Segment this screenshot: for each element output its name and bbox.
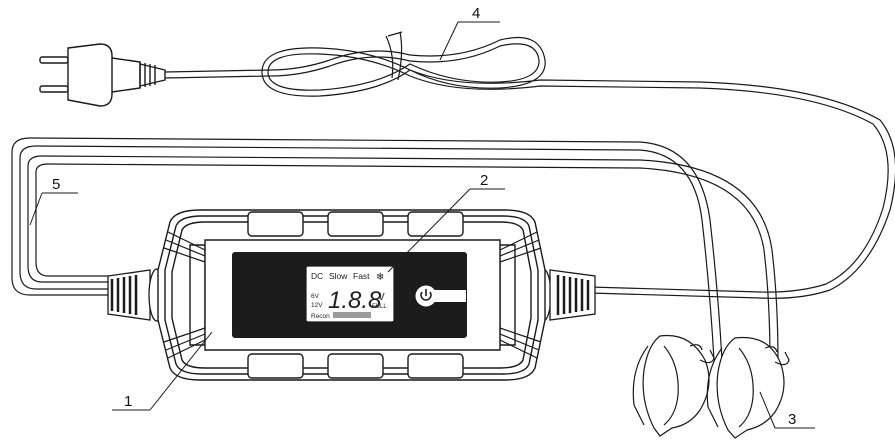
crocodile-clip-icon: [632, 334, 790, 439]
left-strain-relief: [107, 268, 166, 322]
power-icon: [420, 289, 432, 301]
callout-lines: [29, 21, 815, 429]
mains-plug-icon: [39, 43, 166, 107]
callout-4: 4: [472, 5, 480, 22]
callout-1: 1: [124, 393, 132, 410]
snowflake-icon: ❄: [376, 272, 384, 283]
power-button[interactable]: [415, 285, 466, 307]
lcd-mode-slow: Slow: [329, 271, 348, 281]
lcd-battery-bar: [333, 312, 371, 318]
lcd-unit: V: [378, 292, 385, 303]
lcd-full: FULL: [372, 304, 387, 310]
lcd-digits: 1.8.8: [328, 287, 382, 314]
lcd-display: DC Slow Fast ❄ 6V 12V 1.8.8 V FULL Recon: [305, 265, 395, 323]
lcd-mode-fast: Fast: [353, 271, 370, 281]
lcd-6v: 6V: [311, 293, 320, 300]
callout-2: 2: [480, 172, 488, 189]
output-cable: [11, 137, 779, 363]
callout-3: 3: [788, 411, 796, 428]
lcd-12v: 12V: [311, 302, 323, 309]
lcd-mode-dc: DC: [311, 271, 323, 281]
lcd-recon: Recon: [311, 313, 330, 320]
mains-cable: [164, 31, 895, 299]
callout-5: 5: [52, 176, 60, 193]
